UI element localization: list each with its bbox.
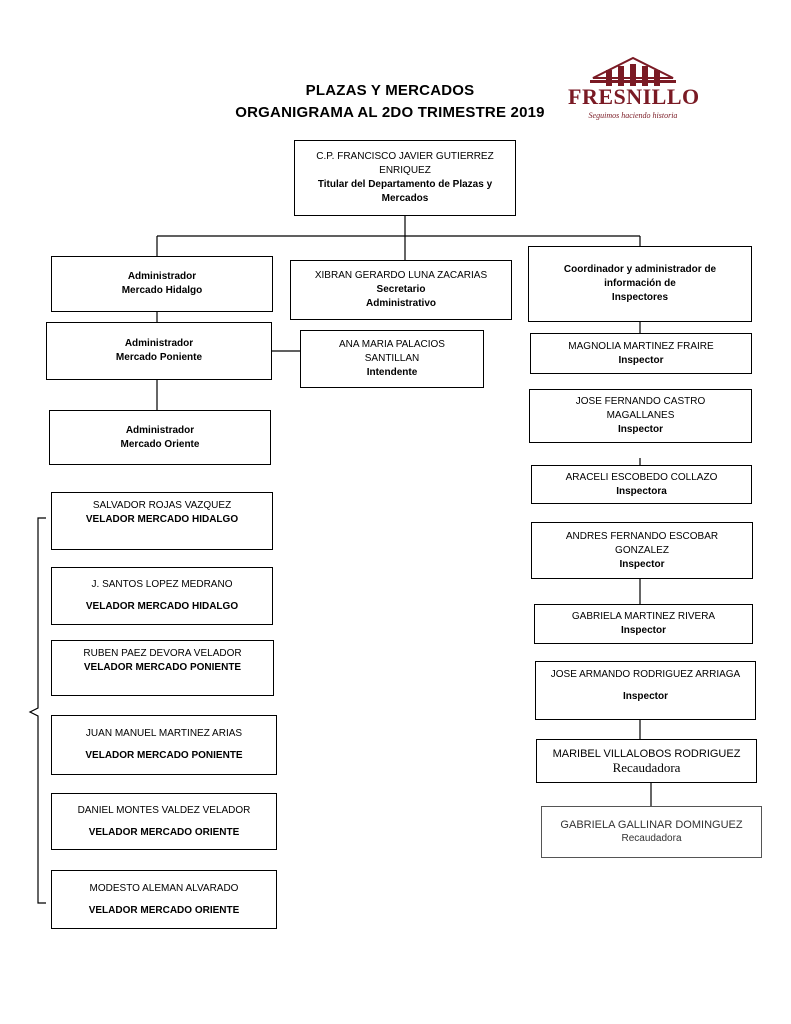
admin-oriente-market: Mercado Oriente	[120, 438, 200, 450]
page-title-line1: PLAZAS Y MERCADOS	[305, 82, 475, 99]
staff-role: Recaudadora	[612, 760, 681, 775]
staff-name-line1: JOSE FERNANDO CASTRO	[575, 396, 706, 407]
velador-role: VELADOR MERCADO HIDALGO	[85, 601, 239, 612]
staff-name-line2: GONZALEZ	[615, 544, 669, 556]
velador-name: J. SANTOS LOPEZ MEDRANO	[91, 579, 233, 590]
velador-name: SALVADOR ROJAS VAZQUEZ	[92, 500, 232, 511]
admin-poniente-market: Mercado Poniente	[115, 352, 203, 363]
org-node-recaudadora: GABRIELA GALLINAR DOMINGUEZ Recaudadora	[541, 806, 762, 858]
org-node-inspector: GABRIELA MARTINEZ RIVERA Inspector	[534, 604, 753, 644]
titular-role-line2: Mercados	[381, 193, 429, 204]
org-node-admin-oriente: Administrador Mercado Oriente	[49, 410, 271, 465]
admin-oriente-title: Administrador	[125, 424, 195, 436]
coordinador-line2: información de	[604, 278, 676, 289]
staff-name-line1: ANDRES FERNANDO ESCOBAR	[565, 530, 719, 542]
page-title-line2: ORGANIGRAMA AL 2DO TRIMESTRE 2019	[235, 104, 545, 121]
org-node-velador: J. SANTOS LOPEZ MEDRANO VELADOR MERCADO …	[51, 567, 273, 625]
velador-name: MODESTO ALEMAN ALVARADO	[89, 882, 239, 894]
org-node-secretario: XIBRAN GERARDO LUNA ZACARIAS Secretario …	[290, 260, 512, 320]
org-node-admin-poniente: Administrador Mercado Poniente	[46, 322, 272, 380]
org-node-inspector: ARACELI ESCOBEDO COLLAZO Inspectora	[531, 465, 752, 504]
admin-poniente-title: Administrador	[124, 338, 194, 349]
org-node-velador: DANIEL MONTES VALDEZ VELADOR VELADOR MER…	[51, 793, 277, 850]
admin-hidalgo-market: Mercado Hidalgo	[121, 285, 203, 296]
org-node-recaudadora: MARIBEL VILLALOBOS RODRIGUEZ Recaudadora	[536, 739, 757, 783]
staff-name: ARACELI ESCOBEDO COLLAZO	[565, 471, 718, 483]
titular-name-line1: C.P. FRANCISCO JAVIER GUTIERREZ	[316, 151, 494, 162]
staff-name: MARIBEL VILLALOBOS RODRIGUEZ	[552, 748, 741, 760]
logo-wordmark: FRESNILLO	[568, 84, 700, 109]
staff-name-line2: MAGALLANES	[606, 410, 675, 421]
intendente-name-line2: SANTILLAN	[364, 353, 420, 364]
staff-role: Inspectora	[616, 485, 667, 497]
org-node-titular: C.P. FRANCISCO JAVIER GUTIERREZ ENRIQUEZ…	[294, 140, 516, 216]
staff-name: JOSE ARMANDO RODRIGUEZ ARRIAGA	[550, 669, 741, 680]
org-node-inspector: JOSE ARMANDO RODRIGUEZ ARRIAGA Inspector	[535, 661, 756, 720]
velador-role: VELADOR MERCADO PONIENTE	[83, 662, 242, 673]
staff-role: Inspector	[620, 625, 666, 636]
org-node-velador: MODESTO ALEMAN ALVARADO VELADOR MERCADO …	[51, 870, 277, 929]
staff-role: Recaudadora	[621, 833, 682, 844]
titular-role-line1: Titular del Departamento de Plazas y	[317, 179, 493, 190]
staff-name: MAGNOLIA MARTINEZ FRAIRE	[568, 340, 714, 352]
fresnillo-logo-icon	[590, 56, 676, 86]
staff-role: Inspector	[619, 558, 665, 570]
coordinador-line3: Inspectores	[611, 292, 669, 303]
org-node-admin-hidalgo: Administrador Mercado Hidalgo	[51, 256, 273, 312]
org-node-inspector: MAGNOLIA MARTINEZ FRAIRE Inspector	[530, 333, 752, 374]
velador-name: RUBEN PAEZ DEVORA VELADOR	[83, 648, 242, 659]
org-node-inspector: ANDRES FERNANDO ESCOBAR GONZALEZ Inspect…	[531, 522, 753, 579]
secretario-role-line2: Administrativo	[365, 298, 436, 309]
staff-name: GABRIELA MARTINEZ RIVERA	[571, 611, 716, 622]
org-node-inspector: JOSE FERNANDO CASTRO MAGALLANES Inspecto…	[529, 389, 752, 443]
logo-tagline: Seguimos haciendo historia	[588, 111, 678, 120]
velador-role: VELADOR MERCADO ORIENTE	[88, 826, 240, 838]
staff-role: Inspector	[617, 424, 663, 435]
org-node-velador: JUAN MANUEL MARTINEZ ARIAS VELADOR MERCA…	[51, 715, 277, 775]
org-node-velador: SALVADOR ROJAS VAZQUEZ VELADOR MERCADO H…	[51, 492, 273, 550]
velador-role: VELADOR MERCADO ORIENTE	[88, 904, 240, 916]
secretario-role-line1: Secretario	[376, 284, 426, 295]
org-node-intendente: ANA MARIA PALACIOS SANTILLAN Intendente	[300, 330, 484, 388]
titular-name-line2: ENRIQUEZ	[379, 165, 431, 176]
org-node-coordinador: Coordinador y administrador de informaci…	[528, 246, 752, 322]
staff-name: GABRIELA GALLINAR DOMINGUEZ	[560, 819, 743, 831]
staff-role: Inspector	[622, 691, 668, 702]
velador-name: JUAN MANUEL MARTINEZ ARIAS	[85, 728, 243, 739]
velador-name: DANIEL MONTES VALDEZ VELADOR	[77, 804, 251, 816]
velador-role: VELADOR MERCADO HIDALGO	[85, 514, 239, 525]
velador-role: VELADOR MERCADO PONIENTE	[85, 750, 243, 761]
secretario-name: XIBRAN GERARDO LUNA ZACARIAS	[314, 270, 488, 281]
intendente-role: Intendente	[366, 367, 418, 378]
org-node-velador: RUBEN PAEZ DEVORA VELADOR VELADOR MERCAD…	[51, 640, 274, 696]
intendente-name-line1: ANA MARIA PALACIOS	[339, 339, 445, 350]
admin-hidalgo-title: Administrador	[127, 271, 197, 282]
coordinador-line1: Coordinador y administrador de	[563, 264, 717, 275]
staff-role: Inspector	[618, 354, 664, 366]
